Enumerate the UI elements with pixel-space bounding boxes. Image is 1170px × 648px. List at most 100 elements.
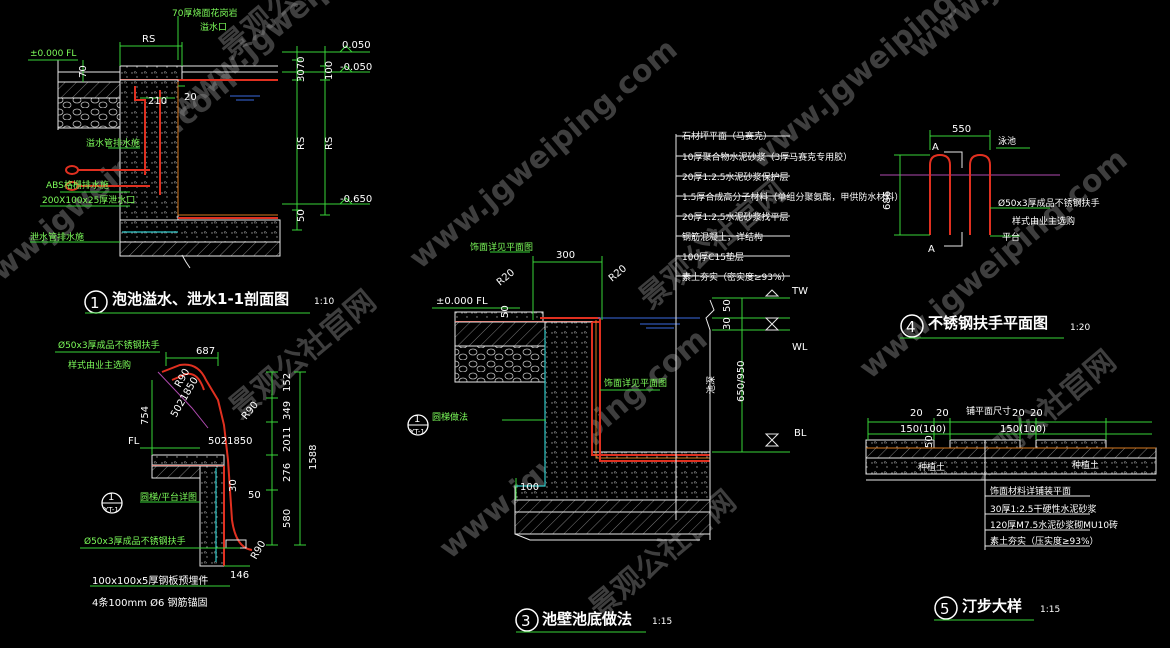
detail-3-pool-wall-floor: 石材坪平面（马赛克） 10厚聚合物水泥砂浆（3厚马赛克专用胶） 20厚1:2.5… [407,130,903,633]
label-drain1: 溢水管排水施 [86,137,140,149]
layer-3: 120厚M7.5水泥砂浆砌MU10砖 [990,519,1118,531]
label-soil2: 种植土 [1072,459,1099,471]
label-platform: 圆梯/平台详图 [140,491,197,503]
dim-50: 50 [296,209,307,222]
dim-rs2: RS [324,137,335,150]
dim-20c: 20 [1012,408,1025,419]
dim-r20a: R20 [495,267,517,288]
label-depth: 池深 [705,376,717,394]
dim-349: 349 [282,401,293,420]
coping-stone [119,65,183,81]
dim-rs-top: RS [142,34,155,45]
dim-100: 100 [520,482,539,493]
dim-rs1: RS [296,137,307,150]
detail-number: 4 [906,318,916,336]
dim-30: 30 [228,479,239,492]
label-plate: 100x100x5厚钢板预埋件 [92,574,208,587]
layer-6: 钢筋混凝土，详结构 [682,231,763,243]
elev-neg0650: -0.650 [340,194,372,205]
dim-1588: 1588 [308,445,319,470]
watermark-text: www.jgweiping.com [403,32,685,276]
layer-4: 1.5厚合成高分子材料（单组分聚氨酯，甲供防水材料） [682,191,903,203]
dim-754: 754 [140,406,151,425]
label-fl: ±0.000 FL [30,49,76,59]
detail-number: 5 [940,600,950,618]
dim-20: 20 [184,92,197,103]
ref-number: 1 [414,414,420,425]
dim-50: 50 [248,490,261,501]
label-abs: ABS格栅排水施 [46,179,109,191]
label-finish2: 饰面详见平面图 [604,377,667,389]
ref-number: 1 [108,492,114,503]
detail-scale: 1:10 [314,297,334,307]
ref-sub: YT-1 [103,506,119,514]
detail-title: 泡池溢水、泄水1-1剖面图 [112,290,289,308]
dim-276: 276 [282,463,293,482]
layer-3: 20厚1:2.5水泥砂浆保护层 [682,171,789,183]
detail-4-rail-plan: 550 泳池 686 A A Ø50x3厚成品不锈钢扶手 样式由业主选购 平台 … [880,124,1100,339]
dim-20a: 20 [910,408,923,419]
label-soil1: 种植土 [918,461,945,473]
elev-0050: 0.050 [342,40,371,51]
label-paving: 铺平面尺寸 [966,405,1011,417]
layer-7: 100厚C15垫层 [682,251,744,263]
detail-title: 不锈钢扶手平面图 [928,314,1048,332]
label-style: 样式由业主选购 [68,359,131,371]
dim-687: 687 [196,346,215,357]
dim-50: 50 [924,435,935,448]
dim-686: 686 [882,191,893,210]
dim-20b: 20 [936,408,949,419]
label-rail: Ø50x3厚成品不锈钢扶手 [998,197,1100,209]
detail-scale: 1:20 [1070,323,1090,333]
layer-2: 10厚聚合物水泥砂浆（3厚马赛克专用胶） [682,151,852,163]
watermark-text: www.jgweiping.com [903,0,1170,66]
label-grate: 200X100x25厚泄水口 [42,194,135,206]
dim-580: 580 [282,509,293,528]
dim-r20b: R20 [607,263,629,284]
label-drain2: 泄水管排水施 [30,231,84,243]
dim-100: 100 [324,61,335,80]
dim-30: 30 [722,317,733,330]
watermark-text: www.jgweiping.com [743,0,1025,176]
label-granite: 70厚烧面花岗岩 [172,7,237,19]
label-anchor: 4条100mm Ø6 钢筋锚固 [92,596,208,609]
elev-neg0050: -0.050 [340,62,372,73]
layer-8: 素土夯实（密实度≥93%） [682,271,791,283]
dim-50b: 50 [722,299,733,312]
label-wl: WL [792,342,808,353]
detail-1-overflow-section: 70厚烧面花岗岩 溢水口 ±0.000 FL 溢水管排水施 ABS格栅排水施 2… [28,7,372,314]
dim-2011: 2011 [282,427,293,452]
detail-5-stepping-stone: 20 20 铺平面尺寸 20 20 150(100) 150(100) 50 种… [865,405,1157,621]
layer-4: 素土夯实（压实度≥93%） [990,535,1099,547]
dim-550: 550 [952,124,971,135]
label-ref-text: 圆梯做法 [432,411,468,423]
detail-scale: 1:15 [652,617,672,627]
label-style: 样式由业主选购 [1012,215,1075,227]
detail-scale: 1:15 [1040,605,1060,615]
detail-number: 3 [521,612,531,630]
label-platform: 平台 [1002,231,1020,243]
label-fl: FL [128,436,140,447]
detail-number: 1 [90,294,100,312]
detail-number-circle [934,596,958,620]
layer-1: 饰面材料详铺装平面 [990,485,1071,497]
detail-title: 汀步大样 [962,597,1022,615]
label-finish: 饰面详见平面图 [470,241,533,253]
pool-wall [199,465,225,567]
detail-number-circle [515,608,539,632]
dim-3070: 3070 [296,57,307,82]
label-pool: 泳池 [998,135,1016,147]
dim-5021850b: 5021850 [208,436,253,447]
dim-146: 146 [230,570,249,581]
section-a2: A [928,244,935,255]
label-overflow: 溢水口 [200,21,227,33]
dim-650-950: 650/950 [736,360,747,402]
label-rail2: Ø50x3厚成品不锈钢扶手 [84,535,186,547]
dim-210: 210 [148,96,167,107]
dim-152: 152 [282,373,293,392]
section-a1: A [932,142,939,153]
dim-70: 70 [78,65,89,78]
layer-2: 30厚1:2.5干硬性水泥砂浆 [990,503,1097,515]
label-tw: TW [791,286,808,297]
